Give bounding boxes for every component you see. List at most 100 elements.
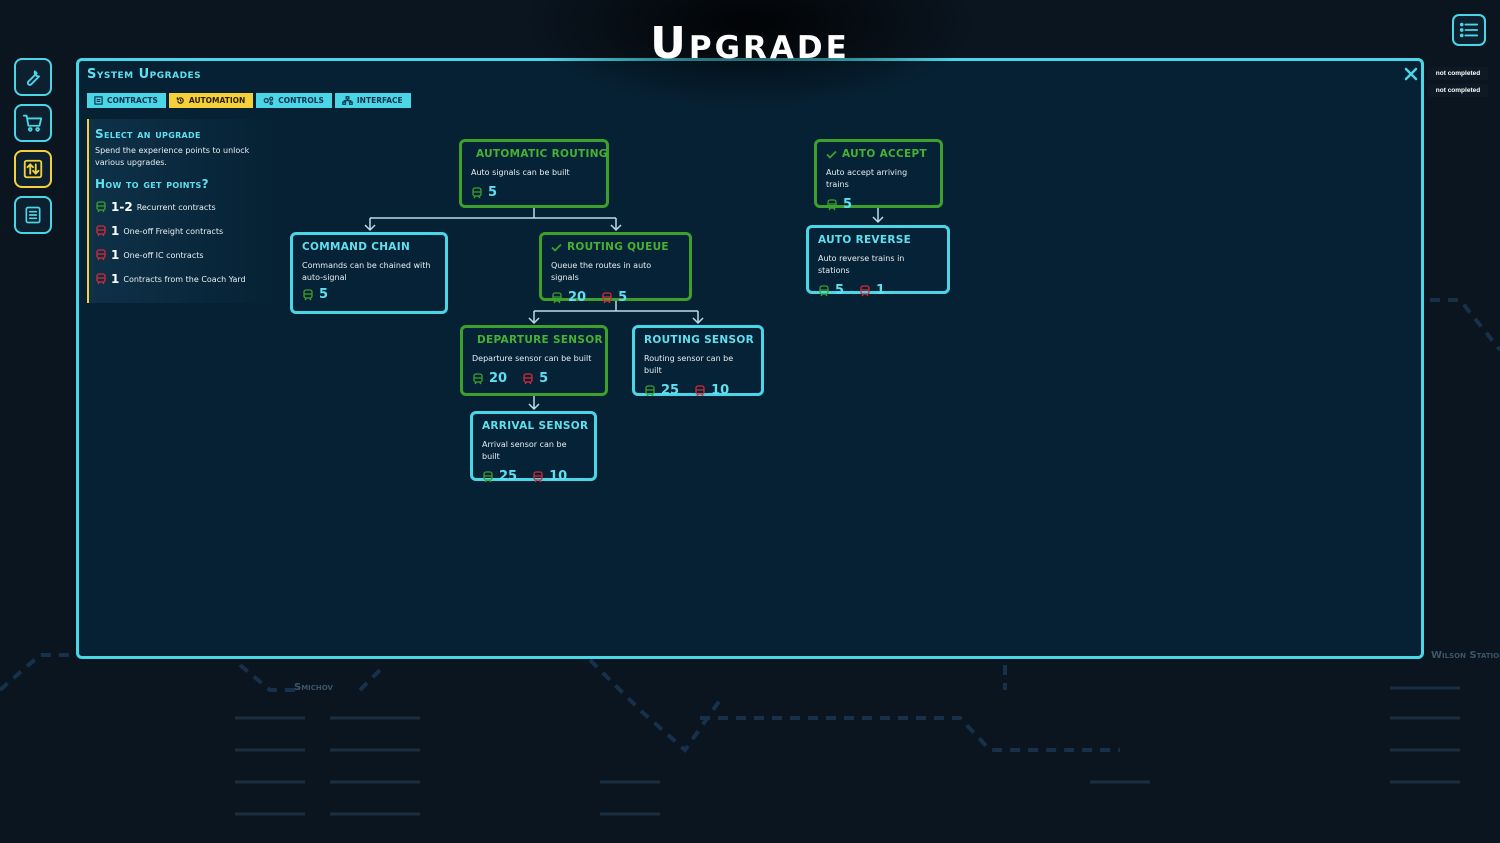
upgrade-automatic-routing[interactable]: AUTOMATIC ROUTING Auto signals can be bu… [459, 139, 609, 208]
tab-controls[interactable]: CONTROLS [256, 93, 332, 108]
green-train-icon [827, 198, 837, 210]
close-icon[interactable] [1403, 66, 1419, 82]
status-tag: not completed [1428, 84, 1488, 97]
menu-button[interactable] [1452, 14, 1486, 46]
shop-button[interactable] [14, 104, 52, 142]
red-train-icon [96, 273, 106, 285]
list-menu-icon [1459, 22, 1479, 38]
upgrade-title: ROUTING SENSOR [644, 334, 754, 346]
points-way: 1 One-off IC contracts [95, 243, 275, 267]
green-train-icon [552, 291, 562, 303]
points-source: One-off Freight contracts [123, 226, 224, 236]
screen-title: Upgrade [650, 18, 850, 69]
upgrade-cost: 5 [302, 287, 436, 302]
green-cost: 5 [843, 197, 853, 212]
tab-label: INTERFACE [356, 96, 403, 105]
green-cost: 20 [489, 371, 508, 386]
points-heading: How to get points? [95, 177, 209, 191]
green-cost: 25 [661, 383, 680, 398]
document-icon [25, 206, 41, 224]
upgrade-title: DEPARTURE SENSOR [477, 334, 603, 346]
contract-icon [94, 96, 103, 105]
upgrade-cost: 5 [471, 185, 597, 200]
upgrade-departure-sensor[interactable]: DEPARTURE SENSOR Departure sensor can be… [460, 325, 608, 396]
upgrade-auto-accept[interactable]: AUTO ACCEPT Auto accept arriving trains … [814, 139, 943, 212]
upgrade-title: AUTO REVERSE [818, 234, 912, 246]
red-train-icon [860, 284, 870, 296]
upgrade-description: Queue the routes in auto signals [551, 261, 652, 282]
green-train-icon [96, 201, 106, 213]
log-button[interactable] [14, 196, 52, 234]
red-train-icon [602, 291, 612, 303]
upgrade-command-chain[interactable]: COMMAND CHAIN Commands can be chained wi… [290, 232, 448, 314]
upgrade-cost: 20 5 [551, 290, 680, 305]
panel-title: System Upgrades [87, 67, 202, 82]
red-cost: 1 [876, 283, 886, 298]
green-train-icon [819, 284, 829, 296]
green-train-icon [473, 372, 483, 384]
checkmark-icon [551, 243, 562, 252]
points-amount: 1 [111, 248, 120, 262]
points-amount: 1 [111, 224, 120, 238]
upgrade-routing-sensor[interactable]: ROUTING SENSOR Routing sensor can be bui… [632, 325, 764, 398]
red-train-icon [533, 470, 543, 482]
upgrade-cost: 20 5 [472, 371, 596, 386]
green-train-icon [303, 288, 313, 300]
upgrade-cost: 5 1 [818, 283, 938, 298]
upgrade-description: Arrival sensor can be built [482, 440, 567, 461]
green-cost: 5 [835, 283, 845, 298]
upgrade-cost: 5 [826, 197, 931, 212]
points-way: 1 Contracts from the Coach Yard [95, 267, 275, 291]
upgrade-button[interactable] [14, 150, 52, 188]
upgrade-auto-reverse[interactable]: AUTO REVERSE Auto reverse trains in stat… [806, 225, 950, 298]
controls-icon [263, 96, 274, 105]
red-train-icon [523, 372, 533, 384]
upgrade-description: Auto reverse trains in stations [818, 254, 905, 275]
cart-icon [22, 114, 43, 132]
upgrade-description: Commands can be chained with auto-signal [302, 261, 431, 282]
checkmark-icon [826, 150, 837, 159]
green-cost: 5 [319, 287, 329, 302]
upgrade-description: Departure sensor can be built [472, 354, 592, 363]
points-source: One-off IC contracts [123, 250, 204, 260]
tab-label: AUTOMATION [188, 96, 246, 105]
upgrade-title: COMMAND CHAIN [302, 241, 411, 253]
upgrade-title: AUTO ACCEPT [842, 148, 927, 160]
points-source: Contracts from the Coach Yard [123, 274, 246, 284]
green-train-icon [472, 186, 482, 198]
map-station-label-a: Smichov [294, 682, 334, 693]
red-cost: 10 [711, 383, 730, 398]
red-train-icon [96, 225, 106, 237]
upgrade-arrival-sensor[interactable]: ARRIVAL SENSOR Arrival sensor can be bui… [470, 411, 597, 484]
green-train-icon [483, 470, 493, 482]
upgrade-description: Auto signals can be built [471, 168, 570, 177]
tab-automation[interactable]: AUTOMATION [168, 93, 254, 108]
points-source: Recurrent contracts [136, 202, 216, 212]
select-text: Spend the experience points to unlock va… [95, 146, 250, 167]
upgrade-description: Routing sensor can be built [644, 354, 734, 375]
points-way: 1-2 Recurrent contracts [95, 195, 275, 219]
info-panel: Select an upgrade Spend the experience p… [87, 119, 275, 303]
points-amount: 1-2 [111, 200, 133, 214]
interface-icon [342, 96, 353, 105]
upgrade-description: Auto accept arriving trains [826, 168, 908, 189]
tab-contracts[interactable]: CONTRACTS [87, 93, 166, 108]
points-way: 1 One-off Freight contracts [95, 219, 275, 243]
upgrade-cost: 25 10 [482, 469, 585, 484]
upgrade-title: AUTOMATIC ROUTING [476, 148, 608, 160]
tab-interface[interactable]: INTERFACE [334, 93, 411, 108]
tab-label: CONTRACTS [107, 96, 158, 105]
tab-bar: CONTRACTS AUTOMATION CONTROLS INTERFACE [87, 93, 411, 108]
upgrade-routing-queue[interactable]: ROUTING QUEUE Queue the routes in auto s… [539, 232, 692, 305]
map-station-label-b: Wilson Station [1431, 650, 1500, 661]
tab-label: CONTROLS [278, 96, 324, 105]
status-tag: not completed [1428, 67, 1488, 80]
red-cost: 5 [539, 371, 549, 386]
red-cost: 10 [549, 469, 568, 484]
red-cost: 5 [618, 290, 628, 305]
points-amount: 1 [111, 272, 120, 286]
tools-button[interactable] [14, 58, 52, 96]
upgrade-title: ROUTING QUEUE [567, 241, 669, 253]
select-heading: Select an upgrade [95, 127, 201, 141]
